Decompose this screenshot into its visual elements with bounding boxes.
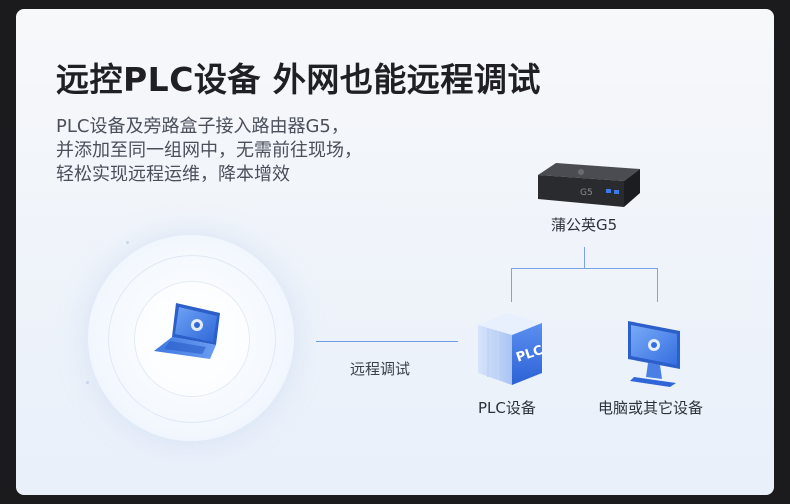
tree-horizontal-line <box>511 268 658 269</box>
plc-device-label: PLC设备 <box>478 399 536 417</box>
description-line-1: PLC设备及旁路盒子接入路由器G5， <box>56 116 349 137</box>
tree-stem-line <box>584 247 585 269</box>
description-line-2: 并添加至同一组网中，无需前往现场， <box>56 140 362 161</box>
remote-link-label: 远程调试 <box>350 360 411 378</box>
plc-cabinet-icon: PLC <box>478 313 545 385</box>
headline: 远控PLC设备 外网也能远程调试 <box>56 60 541 99</box>
router-label: 蒲公英G5 <box>551 216 618 234</box>
description-line-3: 轻松实现远程运维，降本增效 <box>56 164 290 185</box>
monitor-icon <box>628 321 680 387</box>
remote-link-line <box>316 341 458 342</box>
decor-dot <box>126 241 129 244</box>
decor-dot <box>86 381 89 384</box>
laptop-icon <box>154 303 220 359</box>
router-device-text: G5 <box>580 188 593 198</box>
tree-right-branch <box>657 268 658 302</box>
description: PLC设备及旁路盒子接入路由器G5， 并添加至同一组网中，无需前往现场， 轻松实… <box>56 115 362 187</box>
halo-middle-ring <box>108 255 276 423</box>
router-icon: G5 <box>538 163 640 207</box>
tree-left-branch <box>511 268 512 302</box>
feature-card: 远控PLC设备 外网也能远程调试 PLC设备及旁路盒子接入路由器G5， 并添加至… <box>16 9 774 495</box>
other-device-label: 电脑或其它设备 <box>598 399 704 417</box>
